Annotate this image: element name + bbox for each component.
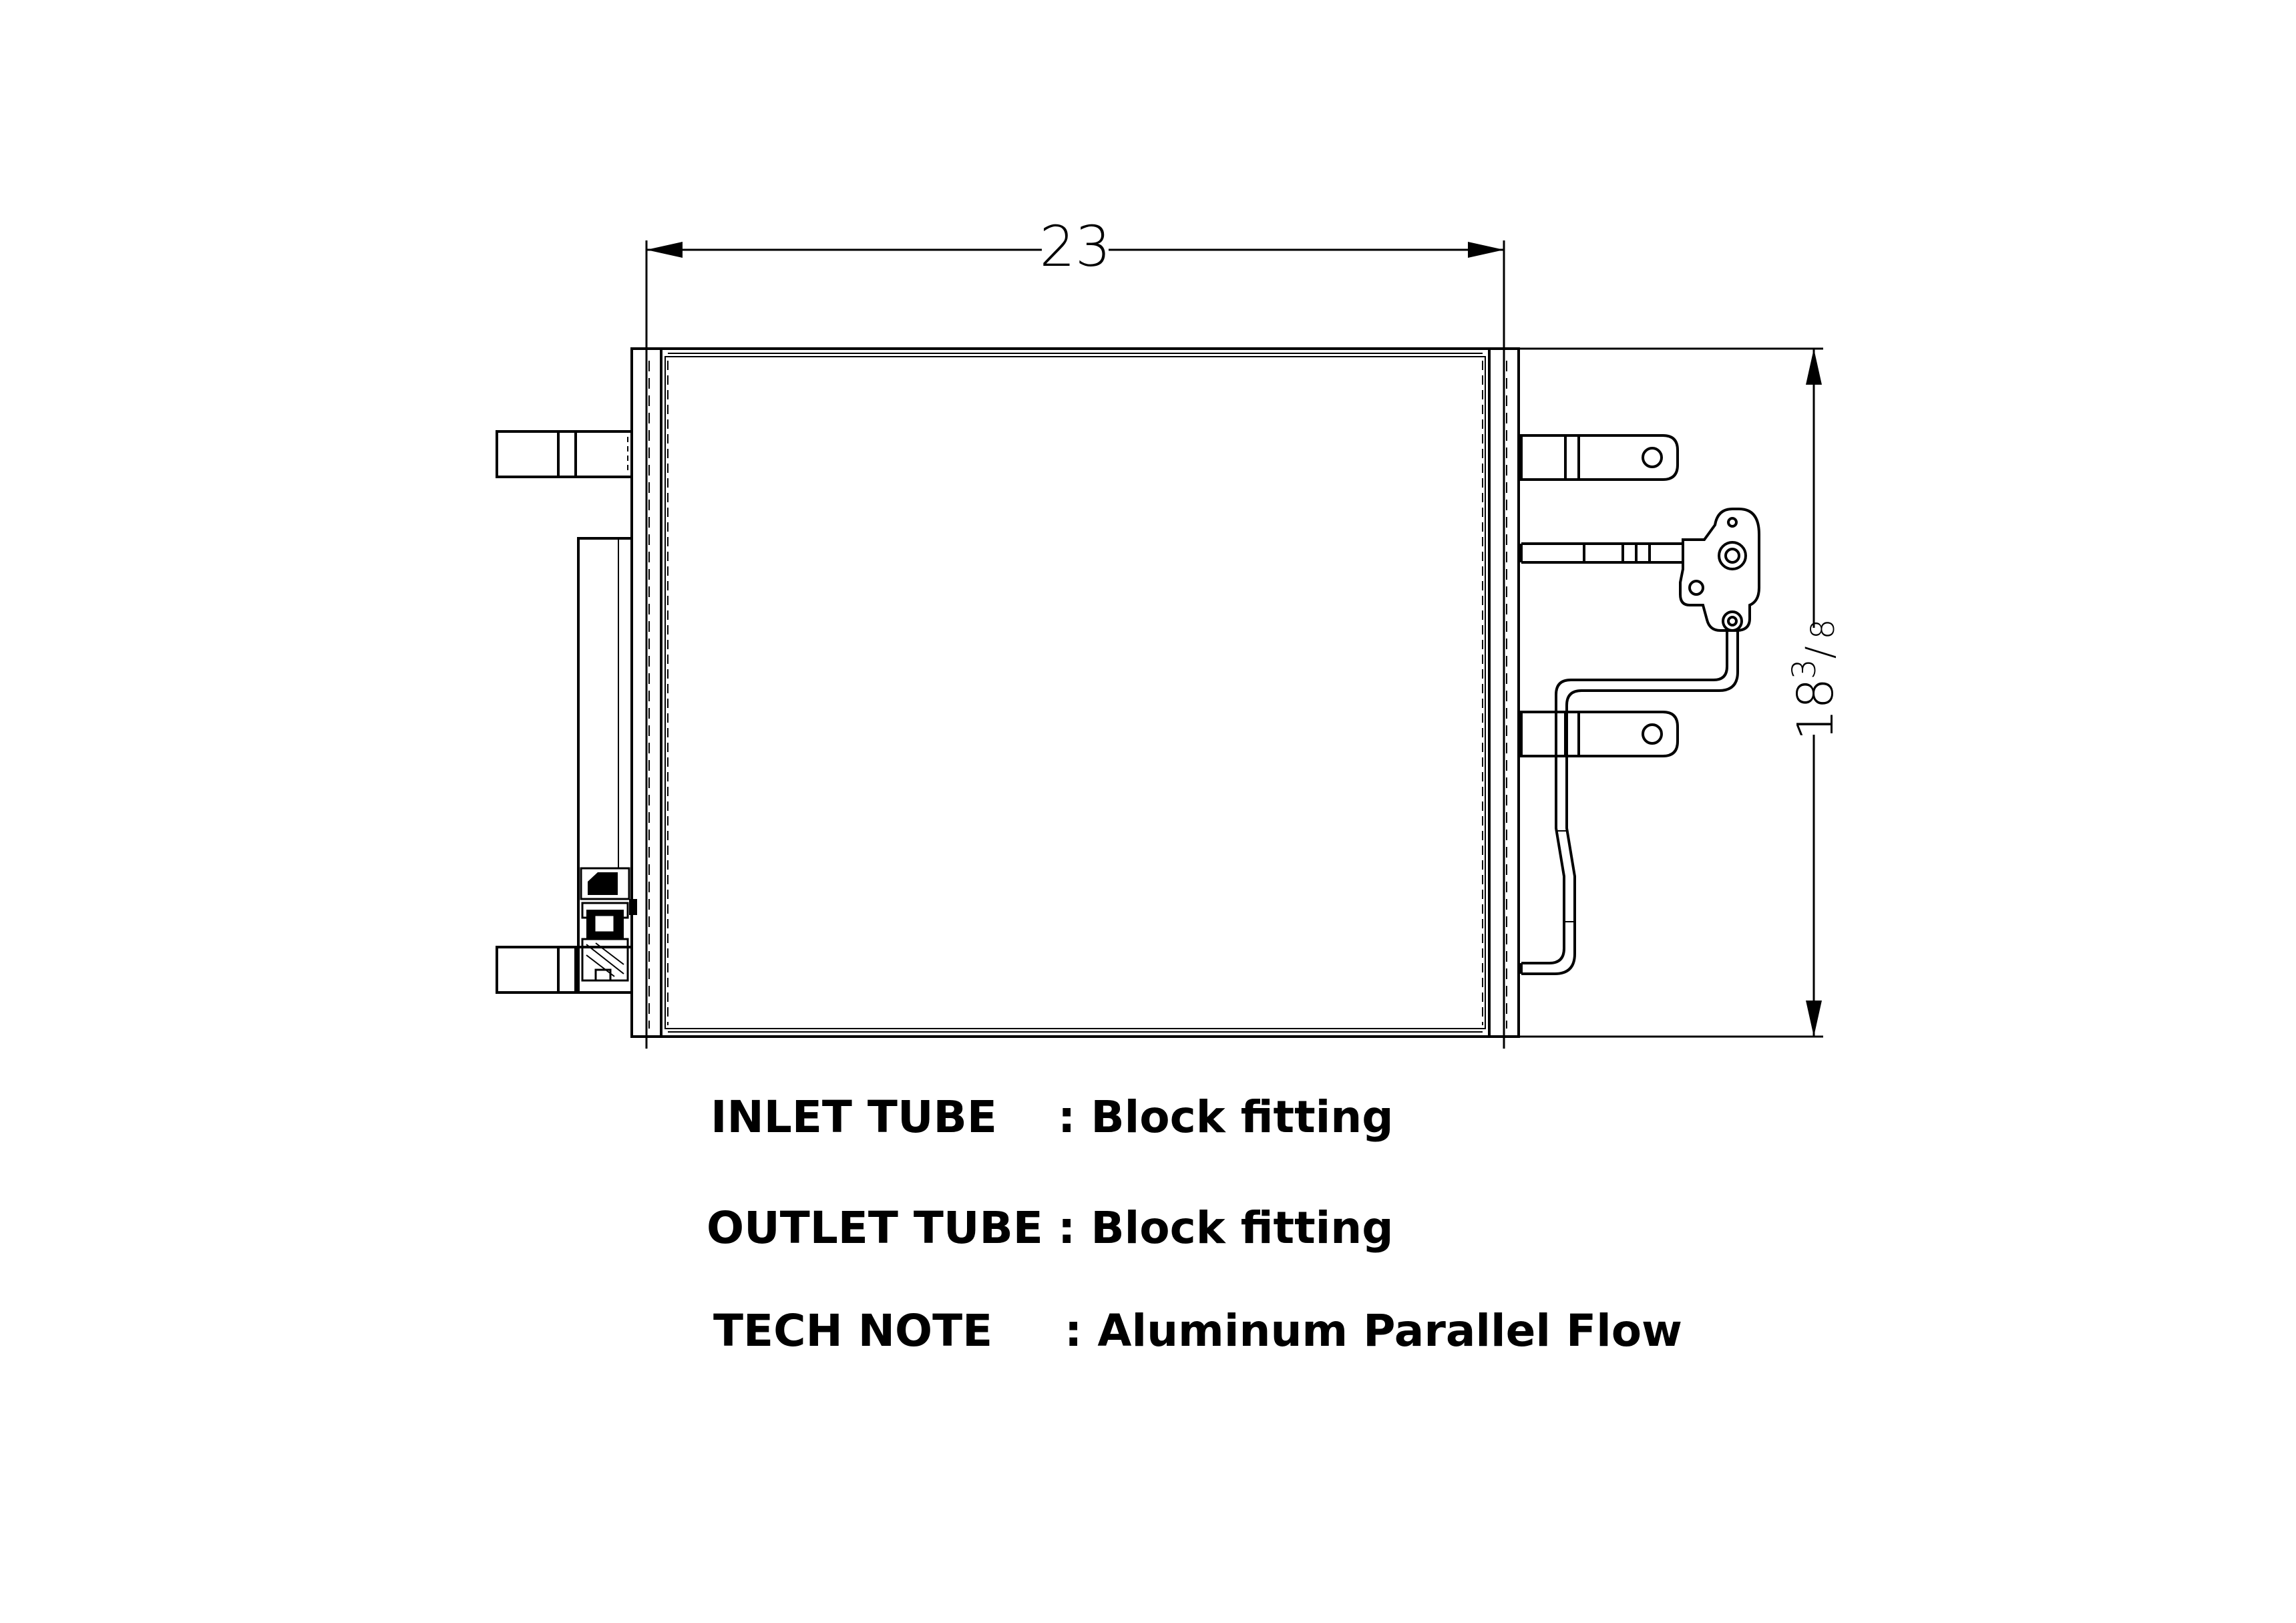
spec-value-inlet: : Block fitting [1058,1091,1394,1143]
receiver-drier [577,537,637,994]
svg-text:18 3 / 8: 18 3 / 8 [1770,619,1845,741]
spec-label-tech-note: TECH NOTE [713,1305,993,1357]
outlet-tube [1520,630,1739,975]
height-dimension [1515,347,1823,1038]
width-dimension [645,240,1505,1049]
block-fitting-icon [1679,508,1760,632]
spec-value-outlet: : Block fitting [1058,1202,1394,1254]
left-bracket-bottom [496,946,633,994]
width-dimension-label: 23 [1040,214,1111,279]
height-denominator: 8 [1804,619,1842,640]
condenser-core [660,347,1491,1038]
spec-label-outlet: OUTLET TUBE [707,1202,1043,1254]
right-bracket-top [1520,434,1679,481]
height-fraction-slash: / [1798,646,1842,659]
height-dimension-label: 18 3 / 8 [1770,619,1845,741]
right-header-tank [1488,347,1520,1038]
height-numerator: 3 [1786,659,1823,679]
spec-label-inlet: INLET TUBE [711,1091,997,1143]
height-whole: 18 [1787,678,1845,741]
spec-value-tech-note: : Aluminum Parallel Flow [1065,1305,1683,1357]
right-bracket-middle [1520,711,1679,757]
inlet-tube [1520,542,1683,564]
left-bracket-top [496,430,633,478]
